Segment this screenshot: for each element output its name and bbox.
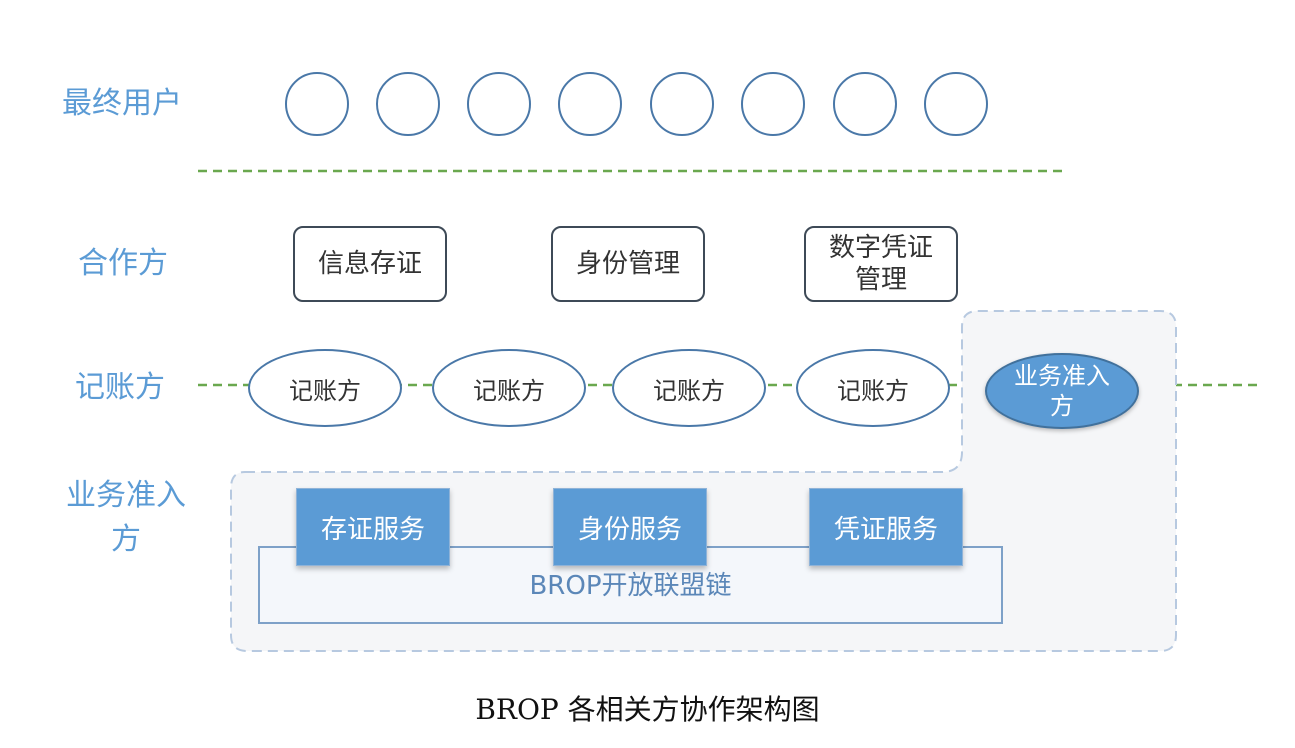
figure-caption: BROP 各相关方协作架构图 bbox=[475, 693, 820, 726]
ledger-node-label: 记账方 bbox=[837, 376, 909, 405]
end-user-node bbox=[376, 72, 440, 136]
service-box-evidence: 存证服务 bbox=[296, 488, 450, 566]
partner-box-label: 身份管理 bbox=[575, 249, 680, 279]
end-user-node bbox=[285, 72, 349, 136]
access-party-node: 业务准入 方 bbox=[985, 353, 1139, 429]
end-user-node bbox=[741, 72, 805, 136]
end-user-node bbox=[558, 72, 622, 136]
partner-box-credential: 数字凭证 管理 bbox=[804, 226, 958, 302]
ledger-node-label: 记账方 bbox=[473, 376, 545, 405]
row-label-end-users: 最终用户 bbox=[62, 86, 182, 121]
partner-box-evidence: 信息存证 bbox=[293, 226, 447, 302]
ledger-node: 记账方 bbox=[248, 349, 402, 427]
end-user-node bbox=[467, 72, 531, 136]
end-user-node bbox=[924, 72, 988, 136]
row-label-access: 业务准入 方 bbox=[66, 478, 186, 557]
partner-box-label: 信息存证 bbox=[317, 249, 422, 279]
end-user-node bbox=[833, 72, 897, 136]
end-user-node bbox=[650, 72, 714, 136]
service-box-identity: 身份服务 bbox=[553, 488, 707, 566]
access-party-label: 业务准入 方 bbox=[1014, 362, 1110, 420]
service-box-label: 存证服务 bbox=[320, 514, 425, 545]
partner-box-label: 数字凭证 管理 bbox=[828, 233, 933, 295]
service-box-credential: 凭证服务 bbox=[809, 488, 963, 566]
ledger-node-label: 记账方 bbox=[289, 376, 361, 405]
partner-box-identity: 身份管理 bbox=[551, 226, 705, 302]
service-box-label: 凭证服务 bbox=[833, 514, 938, 545]
ledger-node-label: 记账方 bbox=[653, 376, 725, 405]
row-label-partners: 合作方 bbox=[78, 246, 168, 281]
ledger-node: 记账方 bbox=[796, 349, 950, 427]
ledger-node: 记账方 bbox=[432, 349, 586, 427]
row-label-ledgers: 记账方 bbox=[75, 370, 165, 405]
alliance-chain-label: BROP开放联盟链 bbox=[529, 571, 732, 601]
service-box-label: 身份服务 bbox=[577, 514, 682, 545]
ledger-node: 记账方 bbox=[612, 349, 766, 427]
